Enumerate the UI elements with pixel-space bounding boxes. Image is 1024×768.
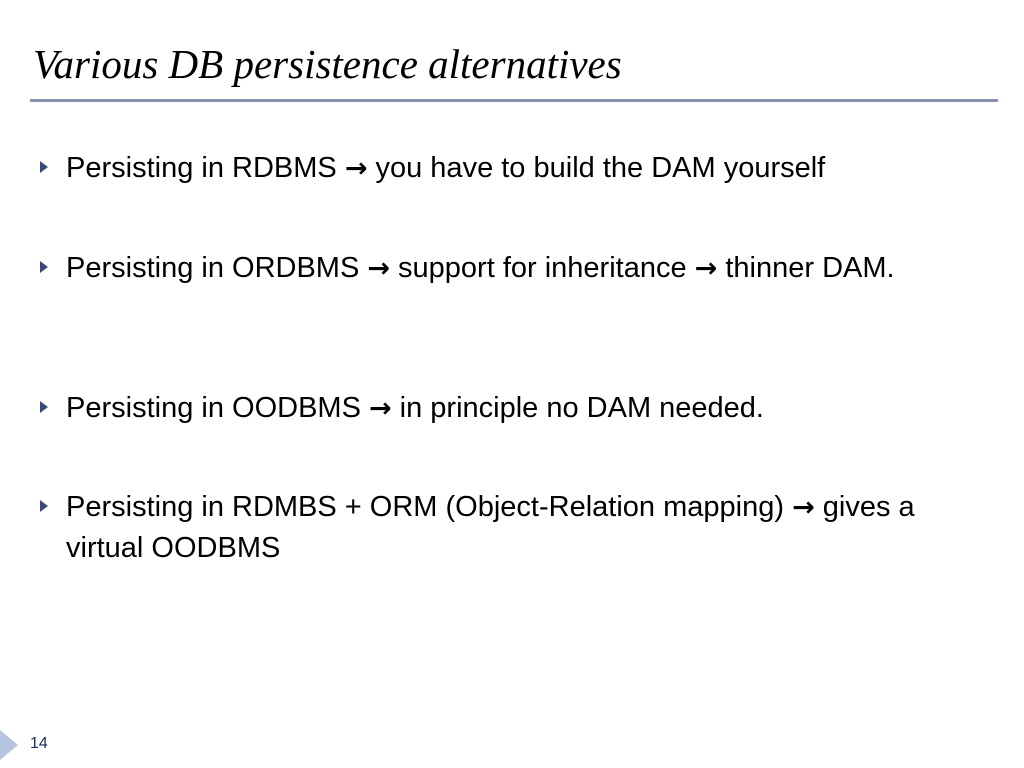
triangle-right-icon bbox=[40, 401, 48, 413]
bullet-text: Persisting in RDMBS + ORM (Object-Relati… bbox=[66, 487, 978, 568]
title-divider bbox=[30, 99, 998, 102]
bullet-item: Persisting in RDMBS + ORM (Object-Relati… bbox=[38, 487, 978, 568]
bullet-text-part: thinner DAM. bbox=[717, 252, 895, 284]
slide-title: Various DB persistence alternatives bbox=[33, 41, 622, 87]
arrow-icon: → bbox=[368, 393, 392, 424]
page-number: 14 bbox=[30, 735, 48, 752]
bullet-text: Persisting in RDBMS → you have to build … bbox=[66, 148, 825, 189]
bullet-item: Persisting in RDBMS → you have to build … bbox=[38, 148, 978, 189]
arrow-icon: → bbox=[367, 253, 390, 284]
arrow-icon: → bbox=[344, 153, 368, 184]
triangle-right-icon bbox=[40, 261, 48, 273]
triangle-right-icon bbox=[40, 500, 48, 512]
bullet-text: Persisting in OODBMS → in principle no D… bbox=[66, 388, 764, 429]
triangle-right-icon bbox=[40, 161, 48, 173]
bullet-item: Persisting in ORDBMS → support for inher… bbox=[38, 248, 978, 289]
bullet-text-part: you have to build the DAM yourself bbox=[367, 152, 826, 184]
bullet-text-part: support for inheritance bbox=[389, 252, 695, 284]
bullet-text-part: in principle no DAM needed. bbox=[391, 392, 764, 424]
arrow-icon: → bbox=[694, 253, 718, 284]
page-marker-icon bbox=[0, 730, 18, 760]
bullet-text: Persisting in ORDBMS → support for inher… bbox=[66, 248, 895, 289]
bullet-text-part: Persisting in RDMBS + ORM (Object-Relati… bbox=[66, 491, 793, 523]
bullet-item: Persisting in OODBMS → in principle no D… bbox=[38, 388, 978, 429]
bullet-text-part: Persisting in OODBMS bbox=[66, 392, 369, 424]
bullet-text-part: Persisting in ORDBMS bbox=[66, 252, 368, 284]
bullet-text-part: Persisting in RDBMS bbox=[66, 152, 345, 184]
bullet-text-part: gives a virtual OODBMS bbox=[66, 491, 915, 564]
arrow-icon: → bbox=[792, 492, 815, 523]
